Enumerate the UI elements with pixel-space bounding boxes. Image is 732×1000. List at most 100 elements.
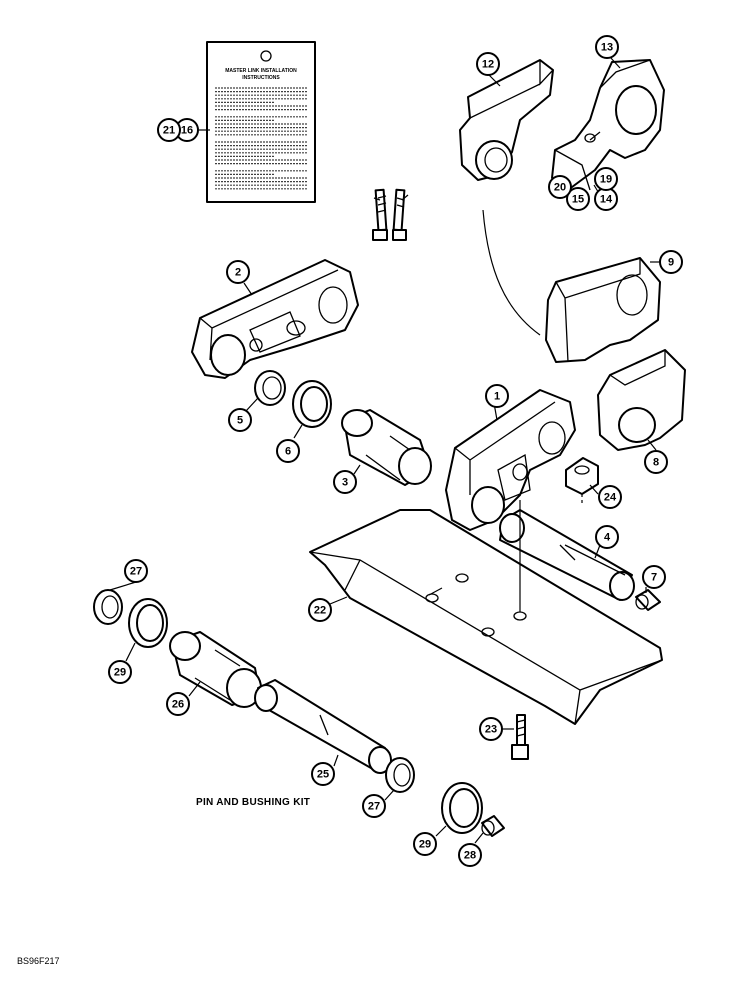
callout-circle	[642, 565, 666, 589]
callout-circle	[476, 52, 500, 76]
bushing-26	[169, 631, 262, 708]
callout-circle	[362, 794, 386, 818]
master-link-half-9	[545, 257, 661, 363]
callout-circle	[566, 187, 590, 211]
seal-27-bottom	[385, 757, 415, 793]
callout-number: 12	[482, 59, 494, 71]
seal-27-left	[93, 589, 123, 625]
callout-c7: 7	[642, 565, 666, 589]
callout-number: 22	[314, 605, 326, 617]
callout-circle	[548, 175, 572, 199]
callout-c9: 9	[659, 250, 683, 274]
callout-c29b: 29	[413, 832, 437, 856]
plug-7	[635, 589, 661, 611]
callout-group: 1234567891213141516192021222324252627272…	[108, 35, 683, 867]
callout-number: 26	[172, 699, 184, 711]
callout-number: 8	[653, 457, 659, 469]
callout-circle	[413, 832, 437, 856]
callout-circle	[595, 35, 619, 59]
callout-c2: 2	[226, 260, 250, 284]
callout-c27b: 27	[362, 794, 386, 818]
callout-number: 20	[554, 182, 566, 194]
callout-number: 14	[600, 194, 613, 206]
instruction-card-title: MASTER LINK INSTALLATION	[225, 68, 297, 74]
callout-number: 27	[130, 566, 142, 578]
callout-number: 19	[600, 174, 612, 186]
callout-c15: 15	[566, 187, 590, 211]
seal-5	[254, 370, 286, 406]
callout-circle	[108, 660, 132, 684]
callout-c26: 26	[166, 692, 190, 716]
callout-number: 7	[651, 572, 657, 584]
bolt-23	[511, 714, 529, 760]
callout-circle	[458, 843, 482, 867]
callout-c3: 3	[333, 470, 357, 494]
callout-circle	[308, 598, 332, 622]
pin-4	[499, 509, 635, 601]
callout-number: 29	[419, 839, 431, 851]
callout-c20: 20	[548, 175, 572, 199]
callout-c8: 8	[644, 450, 668, 474]
pin-25	[254, 679, 392, 774]
track-link-2	[191, 259, 359, 379]
callout-number: 24	[604, 492, 617, 504]
callout-number: 1	[494, 391, 500, 403]
callout-c25: 25	[311, 762, 335, 786]
callout-circle	[594, 167, 618, 191]
bolts-14-15	[372, 188, 407, 241]
callout-number: 2	[235, 267, 241, 279]
callout-number: 16	[181, 125, 193, 137]
callout-c4: 4	[595, 525, 619, 549]
callout-c23: 23	[479, 717, 503, 741]
callout-circle	[644, 450, 668, 474]
callout-circle	[598, 485, 622, 509]
callout-c12: 12	[476, 52, 500, 76]
instruction-card-subtitle: INSTRUCTIONS	[242, 75, 280, 81]
seal-29-left	[128, 598, 168, 648]
callout-c6: 6	[276, 439, 300, 463]
seal-29-bottom	[441, 782, 483, 834]
callout-number: 27	[368, 801, 380, 813]
callout-number: 28	[464, 850, 476, 862]
callout-number: 4	[604, 532, 611, 544]
callout-circle	[479, 717, 503, 741]
master-link-1	[445, 389, 576, 531]
figure-reference-code: BS96F217	[17, 956, 60, 966]
callout-circle	[157, 118, 181, 142]
callout-circle	[124, 559, 148, 583]
callout-circle	[485, 384, 509, 408]
callout-circle	[595, 525, 619, 549]
master-link-half-13	[551, 59, 665, 191]
callout-circle	[226, 260, 250, 284]
callout-circle	[166, 692, 190, 716]
master-link-half-12	[459, 59, 554, 181]
seal-6	[292, 380, 332, 428]
callout-circle	[311, 762, 335, 786]
callout-circle	[659, 250, 683, 274]
callout-c24: 24	[598, 485, 622, 509]
callout-number: 5	[237, 415, 243, 427]
callout-c5: 5	[228, 408, 252, 432]
callout-c16: 16	[175, 118, 199, 142]
callout-c14: 14	[594, 187, 618, 211]
callout-number: 15	[572, 194, 584, 206]
callout-c19: 19	[594, 167, 618, 191]
leader-lines	[109, 56, 662, 844]
callout-number: 29	[114, 667, 126, 679]
track-shoe-22	[309, 500, 663, 725]
callout-c13: 13	[595, 35, 619, 59]
callout-number: 23	[485, 724, 497, 736]
callout-c21: 21	[157, 118, 181, 142]
callout-c28: 28	[458, 843, 482, 867]
pin-and-bushing-kit-label: PIN AND BUSHING KIT	[196, 797, 311, 808]
callout-circle	[276, 439, 300, 463]
callout-c1: 1	[485, 384, 509, 408]
plug-28	[481, 815, 505, 837]
callout-circle	[333, 470, 357, 494]
instruction-card: MASTER LINK INSTALLATION INSTRUCTIONS	[206, 41, 316, 203]
callout-number: 3	[342, 477, 348, 489]
master-link-half-8	[597, 349, 686, 451]
callout-number: 6	[285, 446, 291, 458]
callout-number: 9	[668, 257, 674, 269]
